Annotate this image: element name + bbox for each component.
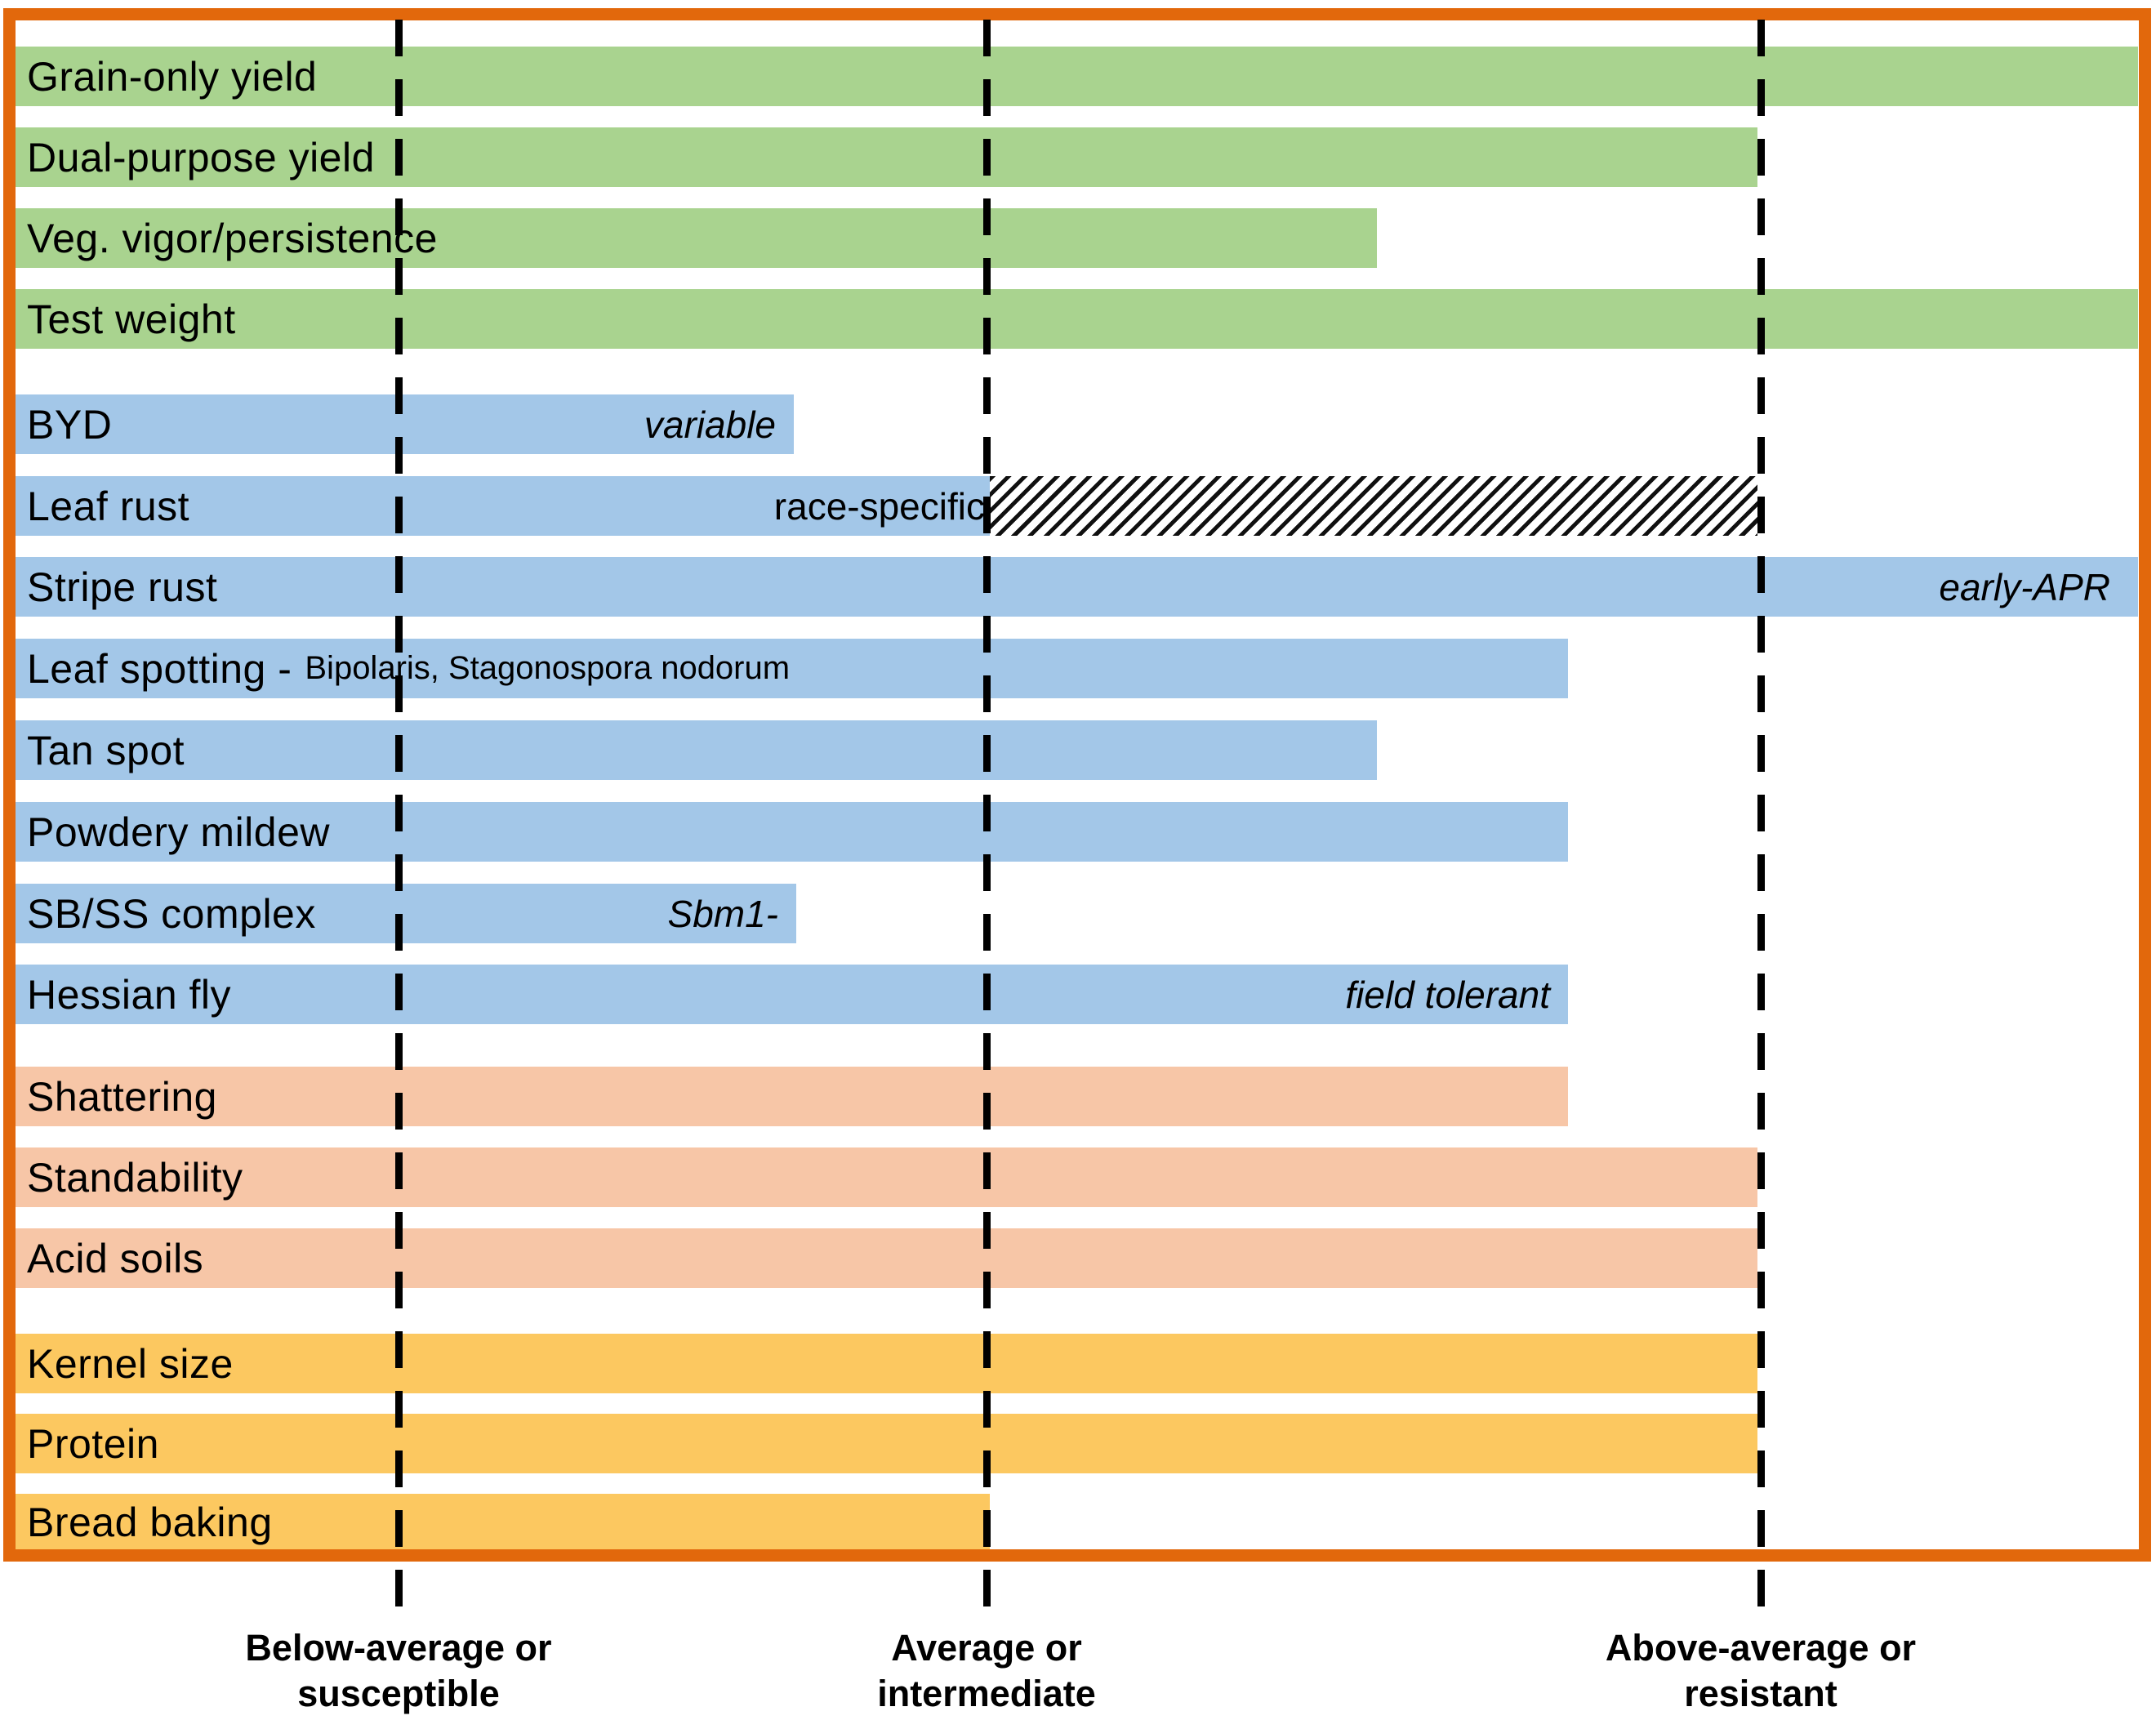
axis-label-line: susceptible [297, 1673, 500, 1715]
trait-label: Stripe rust [27, 564, 218, 610]
trait-label: Powdery mildew [27, 809, 331, 855]
axis-label-line: intermediate [877, 1673, 1096, 1715]
trait-label: Shattering [27, 1073, 217, 1120]
axis-label-below-average: Below-average or susceptible [105, 1625, 693, 1718]
axis-label-line: Above-average or [1605, 1627, 1917, 1669]
trait-label: Bread baking [27, 1499, 273, 1545]
trait-annotation-race-specific: race-specific [773, 484, 985, 528]
trait-bar-grain-only-yield: Grain-only yield [16, 47, 2138, 106]
trait-label: BYD [27, 401, 113, 448]
trait-annotation-variable: variable [644, 403, 776, 446]
trait-bar-dual-purpose-yield: Dual-purpose yield [16, 127, 1757, 187]
axis-label-above-average: Above-average or resistant [1467, 1625, 2055, 1718]
axis-label-line: Below-average or [245, 1627, 552, 1669]
trait-bar-protein: Protein [16, 1414, 1757, 1473]
trait-bar-leaf-spotting: Leaf spotting - Bipolaris, Stagonospora … [16, 639, 1568, 698]
trait-label: Standability [27, 1154, 243, 1201]
trait-annotation-field-tolerant: field tolerant [1345, 973, 1550, 1016]
trait-bar-leaf-rust: Leaf rust race-specific [16, 476, 990, 536]
trait-label: Hessian fly [27, 971, 232, 1018]
trait-label: Leaf spotting - [27, 645, 292, 692]
axis-label-line: resistant [1684, 1673, 1838, 1715]
dashed-line-above-average [1757, 20, 1765, 1612]
trait-sublabel: Bipolaris, Stagonospora nodorum [305, 650, 791, 686]
trait-label: Protein [27, 1420, 159, 1467]
trait-bar-bread-baking: Bread baking [16, 1494, 990, 1550]
trait-bar-tan-spot: Tan spot [16, 720, 1377, 780]
dashed-line-below-average [395, 20, 403, 1612]
trait-bar-standability: Standability [16, 1147, 1757, 1207]
trait-label: SB/SS complex [27, 890, 316, 937]
trait-bar-shattering: Shattering [16, 1067, 1568, 1126]
trait-label: Tan spot [27, 727, 185, 773]
trait-label: Leaf rust [27, 483, 190, 529]
trait-annotation-sbm1: Sbm1- [667, 892, 778, 935]
dashed-line-average [983, 20, 991, 1612]
trait-label: Dual-purpose yield [27, 134, 375, 180]
trait-label: Acid soils [27, 1235, 204, 1281]
trait-bar-acid-soils: Acid soils [16, 1228, 1757, 1288]
trait-label: Test weight [27, 296, 236, 342]
axis-label-average: Average or intermediate [693, 1625, 1281, 1718]
trait-bar-hessian-fly: Hessian fly field tolerant [16, 965, 1568, 1024]
trait-bar-sb-ss-complex: SB/SS complex Sbm1- [16, 884, 796, 943]
trait-label: Kernel size [27, 1340, 234, 1387]
trait-bar-powdery-mildew: Powdery mildew [16, 802, 1568, 862]
trait-bar-stripe-rust: Stripe rust early-APR [16, 557, 2138, 617]
trait-label: Grain-only yield [27, 53, 318, 100]
trait-bar-byd: BYD variable [16, 394, 794, 454]
trait-annotation-early-apr: early-APR [1939, 565, 2110, 608]
hatched-segment-leaf-rust [990, 476, 1757, 536]
trait-label: Veg. vigor/persistence [27, 215, 438, 261]
trait-bar-kernel-size: Kernel size [16, 1334, 1757, 1393]
trait-bar-test-weight: Test weight [16, 289, 2138, 349]
trait-bar-veg-vigor-persistence: Veg. vigor/persistence [16, 208, 1377, 268]
axis-label-line: Average or [891, 1627, 1082, 1669]
